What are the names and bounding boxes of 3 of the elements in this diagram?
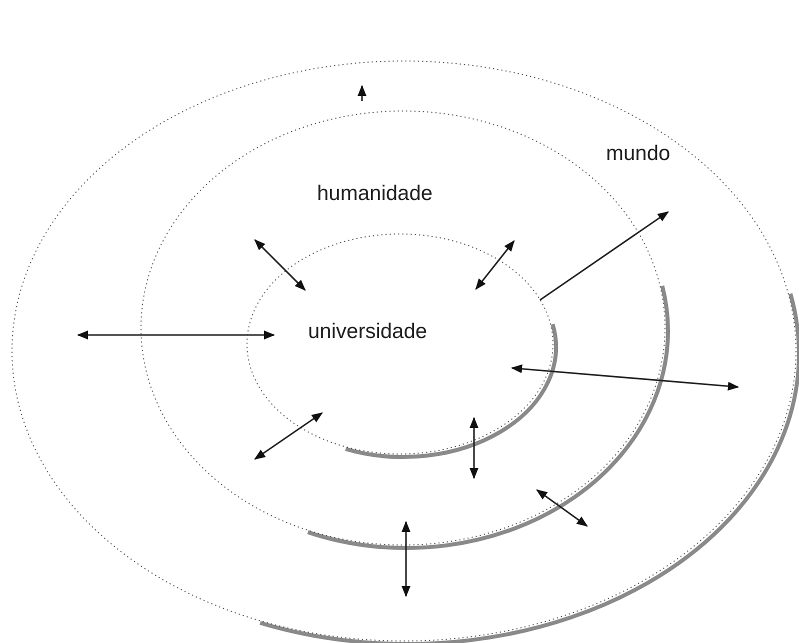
region-label: mundo: [606, 143, 670, 164]
region-label: universidade: [308, 321, 428, 342]
region-label: humanidade: [317, 183, 433, 204]
